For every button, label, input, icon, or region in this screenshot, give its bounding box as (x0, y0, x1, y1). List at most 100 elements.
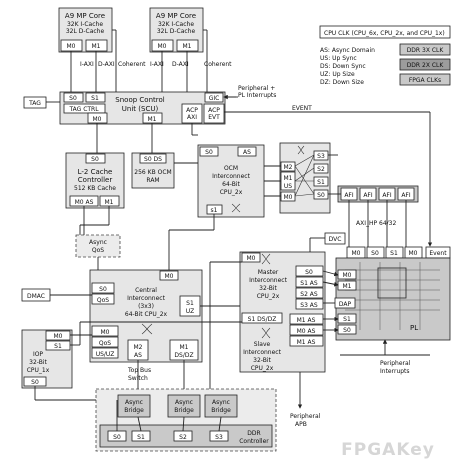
core-1-daxi-label: D-AXI (172, 61, 189, 68)
central-as-label: AS (134, 352, 142, 359)
ddr-title-line1: DDR (247, 430, 260, 437)
legend-cpu-clk: CPU CLK (CPU_6x, CPU_2x, and CPU_1x) (324, 30, 445, 37)
xbar-m0-port: M0 (284, 194, 293, 201)
scu-title-line2: Unit (SCU) (122, 105, 159, 113)
core-0-dcache: 32L D-Cache (66, 28, 105, 35)
xbar-crossbar-icon (297, 145, 305, 155)
tag-label: TAG (28, 100, 41, 107)
central-s0-port: S0 (99, 286, 107, 293)
scu-s0-port: S0 (69, 95, 77, 102)
legend-fpga-clks: FPGA CLKs (409, 77, 441, 84)
ocm-s1-port: s1 (211, 207, 218, 214)
master-title-line2: Interconnect (249, 277, 288, 284)
ocm-title-line4: CPU_2x (220, 189, 243, 196)
iop-title-line1: IOP (33, 351, 43, 358)
master-m1-as2-port: M1 AS (297, 339, 316, 346)
dvc-label: DVC (329, 236, 342, 243)
core-1-m0-port: M0 (158, 43, 167, 50)
iop-s1-port: S1 (54, 343, 62, 350)
bridge-1-line1: Async (175, 399, 193, 406)
core-0-iaxi-label: I-AXI (80, 61, 94, 68)
l2-title-line2: Controller (78, 176, 113, 184)
ocm-interconnect-block: S0 AS OCM Interconnect 64-Bit CPU_2x s1 (197, 144, 265, 218)
master-interconnect-block: M0 Master Interconnect 32-Bit CPU_2x S0 … (239, 251, 326, 373)
afi-group: AFI AFI AFI AFI (337, 185, 419, 203)
pl-event-port: Event (429, 250, 447, 257)
ocm-ram-title-line1: 256 KB OCM (134, 169, 171, 176)
l2-m1-port: M1 (105, 199, 114, 206)
tag-box (23, 96, 47, 109)
master-m1-as-port: M1 AS (297, 317, 316, 324)
pl-side-s0-port: S0 (343, 327, 351, 334)
ocm-crossbar-icon (231, 203, 241, 213)
legend: CPU CLK (CPU_6x, CPU_2x, and CPU_1x) AS:… (319, 25, 451, 86)
pl-s1-port: S1 (390, 250, 398, 257)
scu-block: S0 S1 TAG CTRL Snoop Control Unit (SCU) … (59, 91, 226, 125)
scu-acp-axi-line1: ACP (186, 107, 198, 114)
peripheral-int-line1: Peripheral (380, 360, 411, 367)
peripheral-apb-line1: Peripheral (290, 413, 321, 420)
bridge-1-line2: Bridge (174, 407, 194, 414)
slave-title-line3: 32-Bit (253, 357, 271, 364)
pl-side-s1-port: S1 (343, 316, 351, 323)
central-qos2-port: QoS (99, 340, 111, 347)
iop-block: M0 S1 IOP 32-Bit CPU_1x S0 (21, 329, 73, 389)
master-title-line3: 32-Bit (259, 285, 277, 292)
top-bus-label-line1: Top Bus (127, 367, 151, 374)
dmac-label: DMAC (27, 293, 45, 300)
iop-title-line2: 32-Bit (29, 359, 47, 366)
central-ds-dz-label: DS/DZ (174, 352, 193, 359)
l2-cache-block: S0 L-2 Cache Controller 512 KB Cache M0 … (65, 152, 125, 209)
master-s1-ds-dz-port: S1 DS/DZ (248, 316, 277, 323)
central-title-line2: Interconnect (127, 295, 166, 302)
ddr-s3-port: S3 (215, 434, 223, 441)
core-0-m0-port: M0 (67, 43, 76, 50)
async-qos-block: Async QoS (75, 234, 121, 258)
ddr-s0-port: S0 (113, 434, 121, 441)
core-1-icache: 32K I-Cache (158, 21, 194, 28)
iop-s0-port: S0 (31, 379, 39, 386)
central-s1-port: S1 (186, 300, 194, 307)
a9-core-0: A9 MP Core 32K I-Cache 32L D-Cache M0 M1 (58, 7, 113, 53)
ocm-ram-title-line2: RAM (146, 177, 159, 184)
l2-m0-as-port: M0 AS (75, 199, 94, 206)
afi-1: AFI (363, 192, 373, 199)
central-crossbar-icon (141, 323, 153, 335)
iop-m0-port: M0 (54, 333, 63, 340)
pl-s0-port: S0 (371, 250, 379, 257)
scu-title-line1: Snoop Control (115, 96, 164, 104)
ocm-ram-s0-ds-port: S0 DS (144, 156, 162, 163)
xbar-s2-port: S2 (317, 166, 325, 173)
core-0-title: A9 MP Core (65, 12, 105, 20)
core-0-m1-port: M1 (92, 43, 101, 50)
scu-m0-port: M0 (93, 116, 102, 123)
pl-m0-port-b: M0 (409, 250, 418, 257)
master-crossbar-icon (261, 253, 271, 265)
bridge-2-line2: Bridge (211, 407, 231, 414)
scu-s1-port: S1 (91, 95, 99, 102)
core-1-dcache: 32L D-Cache (157, 28, 196, 35)
master-title-line4: CPU_2x (257, 293, 280, 300)
async-qos-line2: QoS (92, 247, 104, 254)
scu-acp-evt-line1: ACP (208, 107, 220, 114)
legend-uz: UZ: Up Size (320, 71, 355, 78)
async-qos-line1: Async (89, 239, 107, 246)
xbar-s1-port: S1 (317, 179, 325, 186)
central-m0b-port: M0 (101, 329, 110, 336)
legend-ddr3x: DDR 3X CLK (407, 47, 445, 54)
legend-dz: DZ: Down Size (320, 79, 364, 86)
pl-side-m0-port: M0 (343, 272, 352, 279)
scu-gic-port: GIC (209, 95, 220, 102)
central-m1-port: M1 (180, 344, 189, 351)
dvc-box (324, 232, 346, 245)
ddr-title-line2: Controller (239, 438, 269, 445)
axi-hp-label: AXI_HP 64/32 (356, 220, 396, 227)
pl-interrupts-line2: PL Interrupts (238, 92, 276, 99)
bridge-2-line1: Async (212, 399, 230, 406)
central-m2-port: M2 (134, 344, 143, 351)
master-title-line1: Master (258, 269, 279, 276)
afi-0: AFI (344, 192, 354, 199)
ocm-title-line3: 64-Bit (222, 181, 240, 188)
scu-tag-ctrl: TAG CTRL (68, 106, 99, 113)
